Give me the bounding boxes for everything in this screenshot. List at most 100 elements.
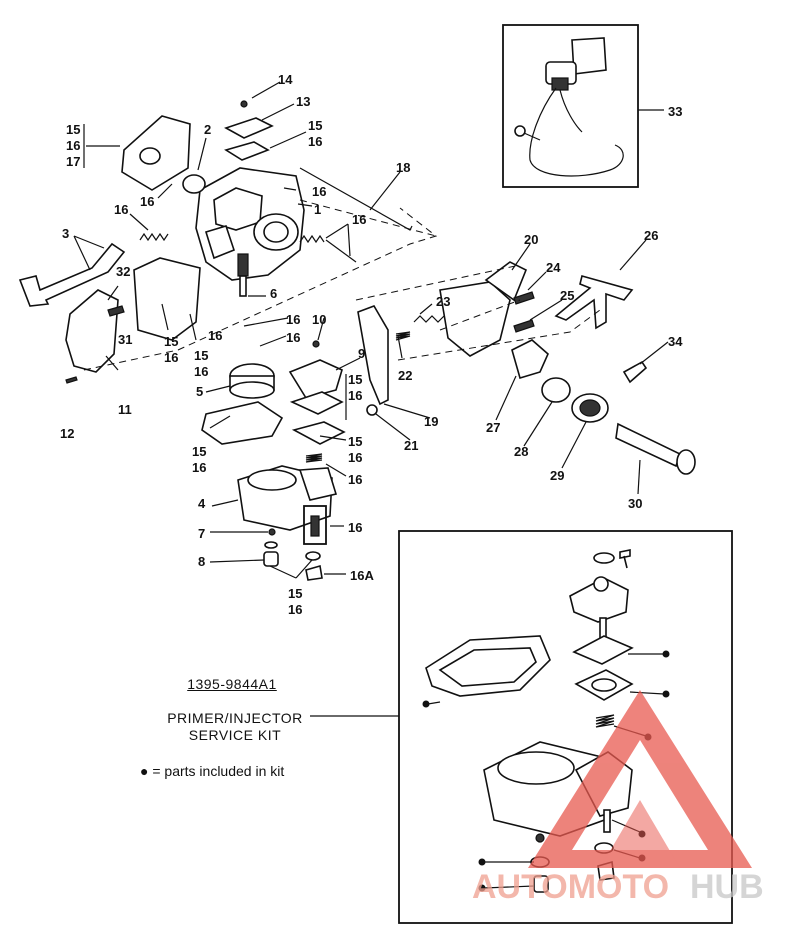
callout-15: 15 <box>164 334 178 349</box>
knob-shaft-part <box>615 422 681 468</box>
callout-1: 1 <box>314 202 321 217</box>
kit-part-number: 1395-9844A1 <box>187 676 277 692</box>
callout-2: 2 <box>204 122 211 137</box>
callout-16: 16 <box>140 194 154 209</box>
callout-17: 17 <box>66 154 80 169</box>
callout-20: 20 <box>524 232 538 247</box>
service-kit-parts <box>425 549 634 893</box>
callout-7: 7 <box>198 526 205 541</box>
callout-16: 16 <box>352 212 366 227</box>
callout-11: 11 <box>118 402 132 417</box>
throttle-lever-part <box>18 242 126 307</box>
watermark-text-automoto: AUTOMOTO <box>472 868 669 906</box>
callout-16: 16 <box>312 184 326 199</box>
callout-3: 3 <box>62 226 69 241</box>
callout-24: 24 <box>546 260 561 275</box>
bowl-gasket-part <box>201 401 284 445</box>
primer-cover-part <box>288 359 343 399</box>
callout-30: 30 <box>628 496 642 511</box>
jet-7-part <box>268 528 276 536</box>
kit-title-line2: SERVICE KIT <box>188 727 282 743</box>
solenoid-inset-box <box>502 24 639 188</box>
callout-13: 13 <box>296 94 310 109</box>
screw-31-part <box>107 305 125 317</box>
callout-4: 4 <box>198 496 206 511</box>
callout-16a: 16A <box>350 568 374 583</box>
ring-28-part <box>541 377 571 403</box>
callout-19: 19 <box>424 414 438 429</box>
spring-right-part <box>299 234 325 244</box>
cover-plate-part <box>224 117 274 139</box>
knob-30-part <box>676 449 696 475</box>
service-kit-box <box>398 530 733 924</box>
screw-12-part <box>65 376 78 384</box>
link-rod-part <box>299 167 413 231</box>
spring-22-part <box>395 331 411 341</box>
callout-21: 21 <box>404 438 418 453</box>
callout-16: 16 <box>286 330 300 345</box>
callout-16: 16 <box>348 472 362 487</box>
screw-14-part <box>240 100 248 108</box>
callout-8: 8 <box>198 554 205 569</box>
choke-solenoid-part <box>514 37 624 177</box>
callout-16: 16 <box>286 312 300 327</box>
callout-16: 16 <box>208 328 222 343</box>
callout-16: 16 <box>194 364 208 379</box>
kit-legend-note: ● = parts included in kit <box>140 763 285 779</box>
callout-5: 5 <box>196 384 203 399</box>
callout-16: 16 <box>348 388 362 403</box>
spring-23-part <box>413 315 445 323</box>
screw-24-part <box>513 291 535 305</box>
plug-16a-part <box>305 564 323 581</box>
carburetor-body-part <box>195 167 305 297</box>
callout-15: 15 <box>288 586 302 601</box>
callout-15: 15 <box>194 348 208 363</box>
callout-15: 15 <box>192 444 206 459</box>
choke-bracket-part <box>484 261 528 302</box>
callout-22: 22 <box>398 368 412 383</box>
callout-16: 16 <box>308 134 322 149</box>
callout-16: 16 <box>66 138 80 153</box>
callout-12: 12 <box>60 426 74 441</box>
callout-15: 15 <box>348 372 362 387</box>
callout-26: 26 <box>644 228 658 243</box>
callout-32: 32 <box>116 264 130 279</box>
primer-spring-part <box>305 453 323 463</box>
primer-gasket-part <box>291 421 346 445</box>
callout-16: 16 <box>288 602 302 617</box>
screw-25-part <box>513 319 535 333</box>
callout-27: 27 <box>486 420 500 435</box>
washer-21-part <box>366 404 378 416</box>
watermark-triangle-logo <box>528 690 752 868</box>
callout-34: 34 <box>668 334 683 349</box>
float-bowl-part <box>237 465 338 531</box>
callout-29: 29 <box>550 468 564 483</box>
spring-left-part <box>139 232 169 242</box>
clip-34-part <box>622 360 648 384</box>
callout-16: 16 <box>192 460 206 475</box>
callout-15: 15 <box>348 434 362 449</box>
callout-16: 16 <box>114 202 128 217</box>
jet-8-part <box>263 551 279 567</box>
knob-mount-part <box>511 339 549 379</box>
callout-9: 9 <box>358 346 365 361</box>
callout-10: 10 <box>312 312 326 327</box>
watermark-text-hub: HUB <box>690 868 764 906</box>
callout-28: 28 <box>514 444 528 459</box>
primer-diaphragm-part <box>289 391 344 415</box>
callout-15: 15 <box>308 118 322 133</box>
choke-housing-part <box>439 281 511 357</box>
side-gasket-part <box>133 257 201 341</box>
callout-18: 18 <box>396 160 410 175</box>
callout-16: 16 <box>164 350 178 365</box>
callout-25: 25 <box>560 288 574 303</box>
callout-16: 16 <box>348 520 362 535</box>
diaphragm-disc-part <box>182 174 206 194</box>
kit-title-line1: PRIMER/INJECTOR <box>167 710 303 726</box>
choke-link-part <box>357 305 389 406</box>
washer-16a-part <box>305 551 321 561</box>
cover-gasket-part <box>224 141 270 161</box>
callout-16: 16 <box>348 450 362 465</box>
callout-33: 33 <box>668 104 682 119</box>
